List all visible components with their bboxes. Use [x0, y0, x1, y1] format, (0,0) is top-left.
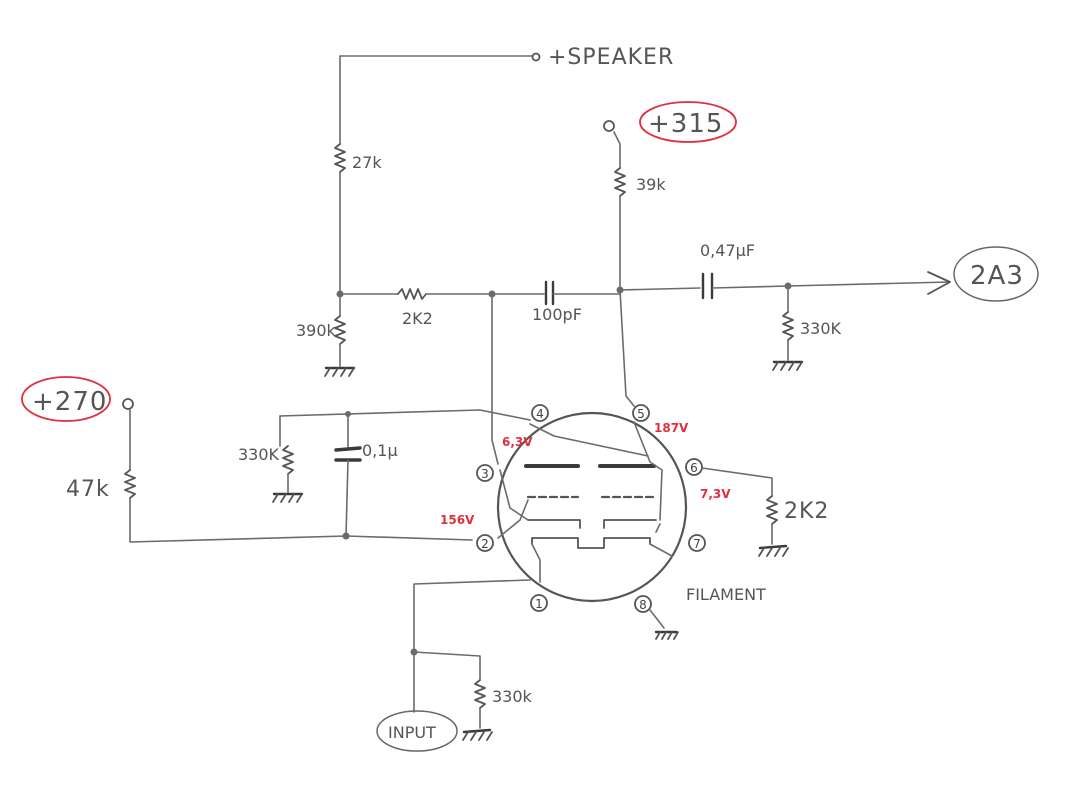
pin-7: 7 — [688, 534, 706, 552]
voltage-pin2: 156V — [440, 513, 475, 527]
tube-pins: 1 2 3 4 5 6 7 8 — [476, 404, 706, 613]
ground-symbol-pin8 — [654, 630, 679, 640]
svg-text:4: 4 — [536, 407, 544, 421]
ground-symbol-input — [462, 728, 493, 741]
input-label: INPUT — [388, 723, 436, 742]
series-2k2: 2K2 — [339, 288, 496, 328]
supply-270-branch: +270 47k — [21, 376, 473, 543]
output-2a3-label: 2A3 — [970, 261, 1024, 291]
supply-315: +315 39k — [603, 101, 737, 291]
resistor-2k2-cathode — [766, 495, 778, 525]
voltage-pin6: 7,3V — [700, 487, 731, 501]
resistor-39k — [614, 167, 626, 197]
heater — [531, 537, 651, 549]
voltage-pin4: 6,3V — [502, 435, 533, 449]
output-coupling: 0,47μF 2A3 330K — [619, 241, 1039, 371]
voltage-pin5: 187V — [654, 421, 689, 435]
resistor-390k — [334, 315, 346, 345]
pin-4: 4 — [531, 404, 549, 422]
svg-text:8: 8 — [639, 598, 647, 612]
svg-text:7: 7 — [693, 537, 701, 551]
svg-text:6: 6 — [690, 461, 698, 475]
pin-6: 6 — [685, 458, 703, 476]
resistor-2k2-series-label: 2K2 — [402, 309, 433, 328]
svg-text:5: 5 — [637, 407, 645, 421]
speaker-terminal — [531, 52, 541, 62]
capacitor-100pf-label: 100pF — [532, 305, 582, 324]
filament-label: FILAMENT — [686, 585, 766, 604]
cathode-resistor: 2K2 — [701, 467, 829, 557]
supply-270-terminal — [122, 398, 134, 410]
supply-315-terminal — [603, 120, 615, 132]
ground-symbol-390k — [324, 366, 356, 377]
resistor-27k-label: 27k — [352, 153, 382, 172]
ground-symbol-2k2 — [758, 544, 789, 557]
capacitor-100pf: 100pF — [491, 280, 624, 324]
resistor-330k-grid-label: 330K — [800, 319, 842, 338]
screen-bypass: 330K 0,1μ — [238, 409, 531, 537]
resistor-330k-grid — [782, 311, 794, 341]
resistor-330k-left — [282, 445, 294, 475]
speaker-branch: +SPEAKER 27k — [334, 45, 674, 295]
svg-text:2: 2 — [481, 537, 489, 551]
capacitor-01-label: 0,1μ — [362, 441, 398, 460]
filament-branch: FILAMENT — [649, 585, 766, 640]
speaker-label: +SPEAKER — [548, 45, 674, 70]
resistor-330k-input-label: 330k — [492, 687, 533, 706]
tube-envelope — [496, 411, 688, 603]
pin-1: 1 — [530, 594, 548, 612]
ground-symbol-330k-top — [772, 360, 804, 371]
pin-5: 5 — [632, 404, 650, 422]
pin-3: 3 — [476, 464, 494, 482]
cathode-right — [603, 519, 657, 529]
cathode-left — [527, 519, 581, 529]
supply-270-label: +270 — [32, 387, 107, 417]
resistor-27k — [334, 143, 346, 173]
voltage-annotations: 6,3V 187V 156V 7,3V — [440, 421, 731, 527]
resistor-2k2-cathode-label: 2K2 — [784, 499, 829, 524]
svg-text:3: 3 — [481, 467, 489, 481]
supply-315-label: +315 — [648, 109, 723, 139]
pin-8: 8 — [634, 595, 652, 613]
pin-2: 2 — [476, 534, 494, 552]
vacuum-tube — [496, 411, 688, 603]
resistor-39k-label: 39k — [636, 175, 666, 194]
resistor-2k2-series — [397, 288, 427, 300]
resistor-47k-label: 47k — [66, 477, 110, 502]
capacitor-047-label: 0,47μF — [700, 241, 755, 260]
resistor-330k-left-label: 330K — [238, 445, 280, 464]
plate-wiring — [491, 289, 635, 465]
resistor-47k — [124, 469, 136, 499]
feedback-node: 390k — [296, 290, 356, 377]
svg-text:1: 1 — [535, 597, 543, 611]
resistor-330k-input — [474, 679, 486, 709]
ground-symbol-330k-left — [272, 492, 304, 503]
resistor-390k-label: 390k — [296, 321, 337, 340]
input-branch: 330k INPUT — [376, 579, 533, 752]
